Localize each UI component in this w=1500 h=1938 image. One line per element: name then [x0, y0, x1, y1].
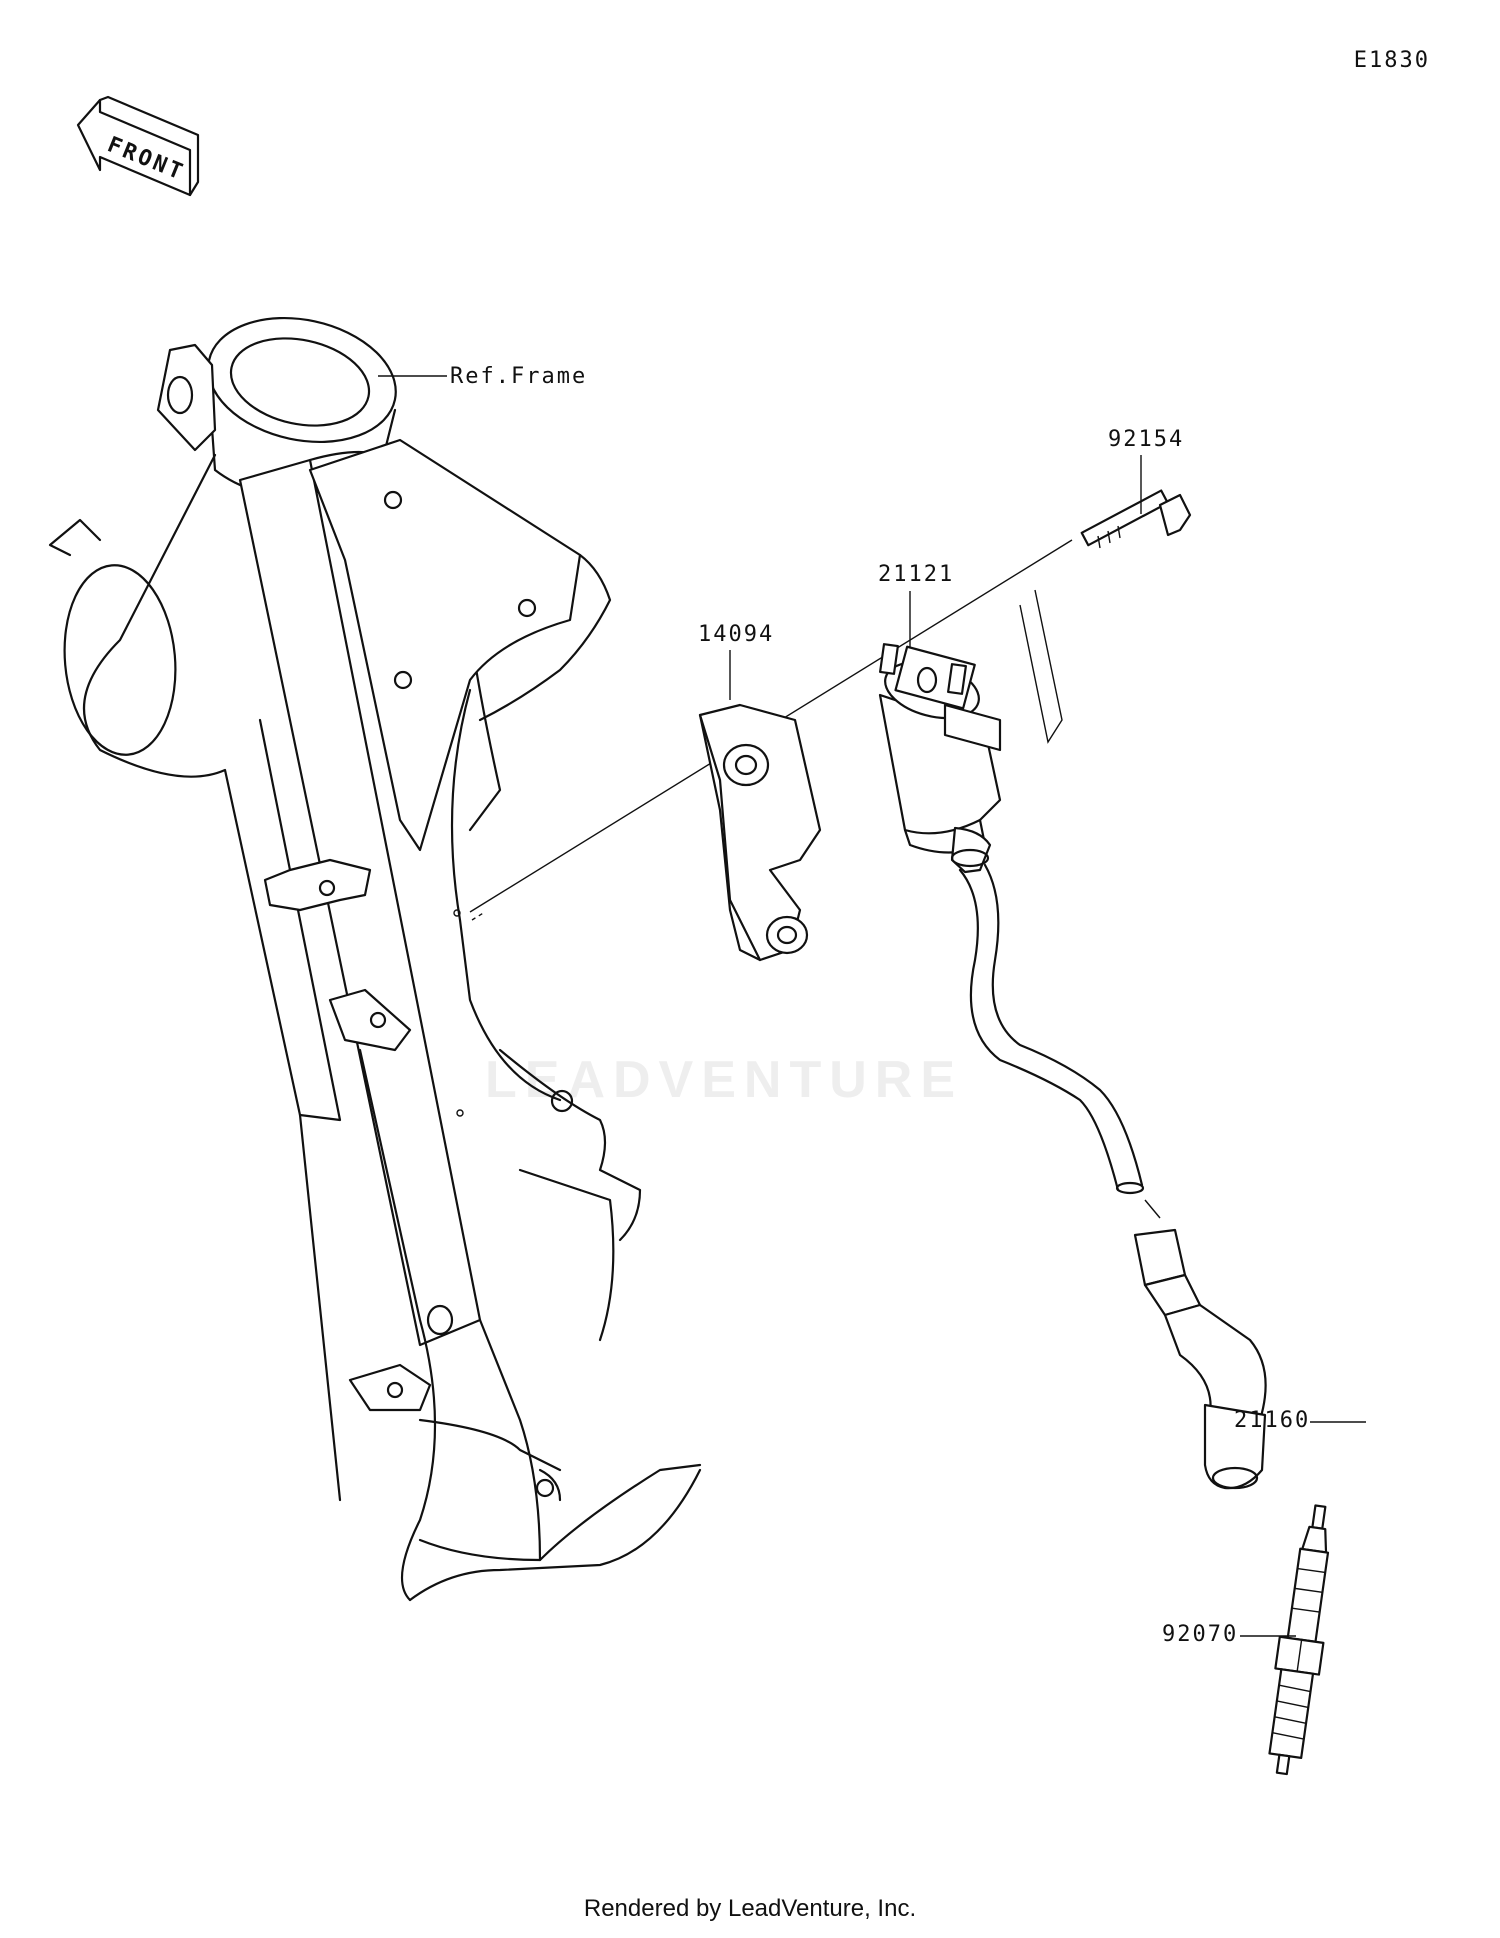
frame-drawing: [48, 316, 702, 1602]
diagram-code: E1830: [1353, 48, 1430, 73]
leader-lines: [378, 375, 1366, 1637]
spark-plug-part: [1268, 1504, 1330, 1776]
footer-credit: Rendered by LeadVenture, Inc.: [583, 1895, 917, 1922]
plug-cap-part: [1133, 1228, 1267, 1490]
callout-92070: 92070: [1162, 1622, 1239, 1647]
bolt-part: [1080, 489, 1192, 549]
front-arrow-icon: FRONT: [76, 95, 200, 197]
bracket-part: [698, 703, 822, 962]
callout-ref-frame: Ref.Frame: [450, 364, 588, 389]
ignition-coil-part: [878, 643, 1002, 874]
ht-lead-part: [958, 863, 1161, 1219]
callout-21160: 21160: [1234, 1408, 1311, 1433]
callout-92154: 92154: [1108, 427, 1185, 452]
callout-14094: 14094: [698, 622, 775, 647]
callout-21121: 21121: [878, 562, 955, 587]
